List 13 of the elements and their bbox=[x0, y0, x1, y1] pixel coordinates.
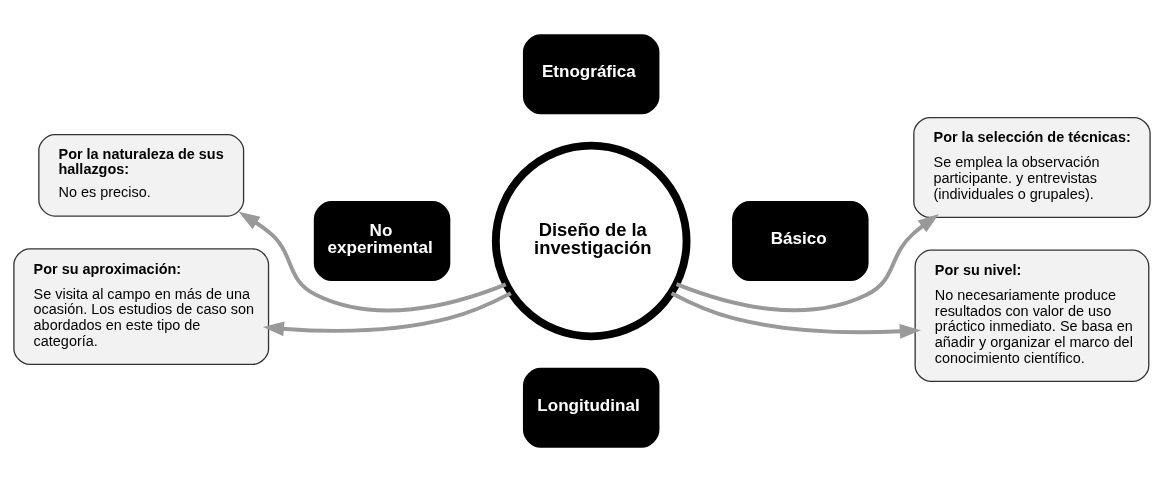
arrow bbox=[238, 211, 507, 312]
node-box: Básico bbox=[732, 200, 869, 281]
node-box: Por la selección de técnicas: Se emplea la observación participante. y entrevistas (individuales o grupales). bbox=[913, 116, 1151, 218]
node-box: Por su nivel: No necesariamente produce resultados con valor de uso práctico inmediato. Se basa en añadir y organizar el marco del conocimiento científico. bbox=[914, 249, 1150, 382]
arrow bbox=[670, 290, 921, 339]
node-box: Por la naturaleza de sus hallazgos: No es preciso. bbox=[38, 133, 245, 217]
node-box: Longitudinal bbox=[522, 367, 660, 448]
node-circle: Diseño de la investigación bbox=[491, 141, 691, 340]
arrow bbox=[675, 213, 939, 312]
arrow bbox=[262, 290, 512, 336]
node-box: Por su aproximación: Se visita al campo en más de una ocasión. Los estudios de caso son abordados en este tipo de categoría. bbox=[13, 247, 270, 365]
node-box: Etnográfica bbox=[522, 33, 660, 114]
node-box: No experimental bbox=[313, 200, 451, 281]
